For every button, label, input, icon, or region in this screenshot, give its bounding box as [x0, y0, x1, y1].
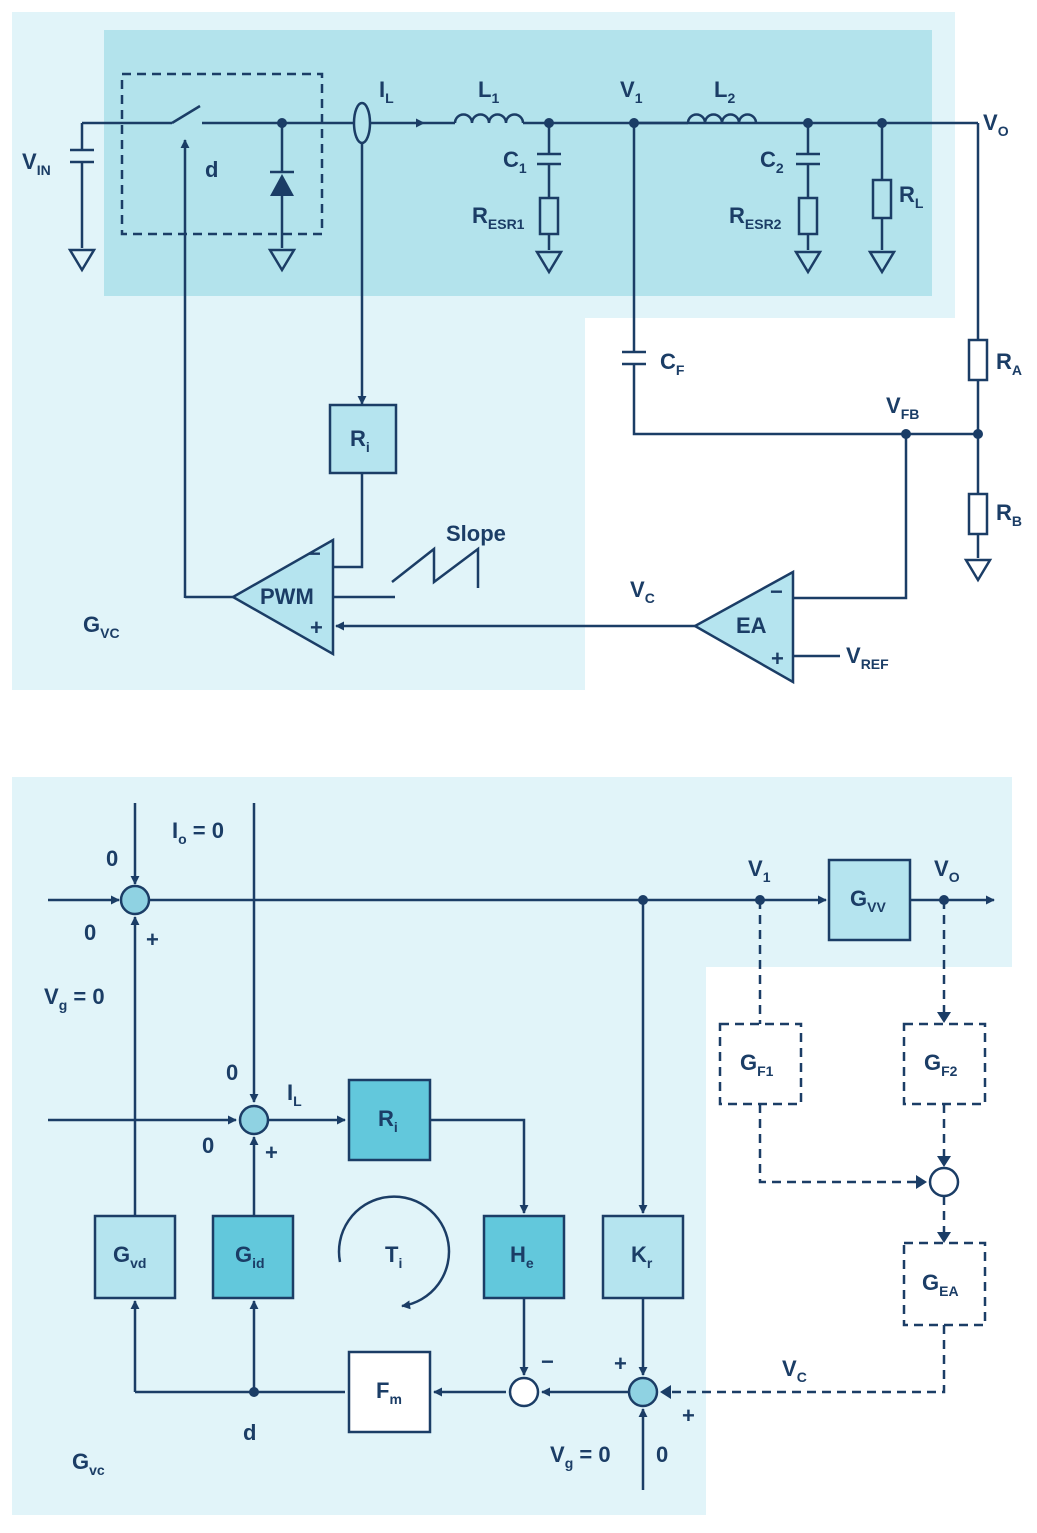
summing-junction-kr — [627, 1376, 659, 1408]
cf-capacitor — [622, 123, 978, 436]
svg-text:IL: IL — [287, 1080, 302, 1109]
bottom-block-diagram — [12, 777, 1012, 1515]
switch — [171, 104, 282, 125]
svg-text:d: d — [243, 1420, 256, 1445]
svg-text:−: − — [770, 579, 783, 604]
bottom-labels: 0 0 + Io = 0 Vg = 0 V1 VO GVV 0 0 + IL R… — [44, 818, 960, 1478]
inductor-l1 — [453, 113, 525, 124]
ti-loop-arrow — [337, 1195, 451, 1310]
svg-text:VC: VC — [782, 1356, 807, 1385]
svg-text:0: 0 — [84, 920, 96, 945]
svg-text:Ri: Ri — [350, 426, 370, 455]
svg-text:GF1: GF1 — [740, 1050, 774, 1079]
gvd-block — [93, 1214, 177, 1300]
fm-block — [347, 1350, 432, 1434]
pwm-label: PWM — [260, 584, 314, 609]
summing-junction-feedback — [928, 1166, 960, 1198]
svg-text:+: + — [146, 927, 159, 952]
he-block — [482, 1214, 566, 1300]
svg-text:+: + — [265, 1140, 278, 1165]
svg-text:V1: V1 — [620, 77, 643, 106]
slope-label: Slope — [446, 521, 506, 546]
svg-text:RESR2: RESR2 — [729, 203, 782, 232]
svg-text:RB: RB — [996, 500, 1022, 529]
svg-text:+: + — [771, 646, 784, 671]
top-labels: VIN d IL L1 V1 L2 VO C1 RESR1 C2 RESR2 R… — [22, 77, 1022, 672]
ea-amplifier — [692, 569, 795, 685]
rl-branch — [867, 118, 897, 275]
svg-text:V1: V1 — [748, 856, 771, 885]
svg-text:Io = 0: Io = 0 — [172, 818, 224, 847]
slope-sawtooth — [391, 546, 480, 588]
svg-text:0: 0 — [106, 846, 118, 871]
gid-block — [211, 1214, 295, 1300]
svg-text:GEA: GEA — [922, 1270, 959, 1299]
svg-text:L2: L2 — [714, 77, 735, 106]
svg-text:Ri: Ri — [378, 1106, 398, 1135]
svg-text:Fm: Fm — [376, 1378, 402, 1407]
svg-text:CF: CF — [660, 349, 685, 378]
svg-text:−: − — [541, 1349, 554, 1374]
svg-text:C1: C1 — [503, 147, 527, 176]
svg-text:−: − — [308, 541, 321, 566]
svg-text:L1: L1 — [478, 77, 499, 106]
svg-text:Ti: Ti — [385, 1242, 402, 1271]
ri-block-bottom — [347, 1078, 432, 1162]
svg-text:VREF: VREF — [846, 643, 889, 672]
c2-branch — [793, 118, 823, 275]
svg-text:VC: VC — [630, 577, 655, 606]
svg-text:VO: VO — [983, 110, 1009, 139]
svg-text:C2: C2 — [760, 147, 784, 176]
d-label: d — [205, 157, 218, 182]
svg-text:+: + — [682, 1403, 695, 1428]
svg-text:Vg = 0: Vg = 0 — [550, 1442, 611, 1471]
svg-text:0: 0 — [226, 1060, 238, 1085]
svg-text:Gid: Gid — [235, 1242, 265, 1271]
svg-text:GVC: GVC — [83, 612, 120, 641]
ea-label: EA — [736, 613, 767, 638]
feedback-dashed-path — [660, 900, 987, 1399]
svg-text:Gvc: Gvc — [72, 1449, 105, 1478]
svg-text:RA: RA — [996, 349, 1022, 378]
svg-text:Vg = 0: Vg = 0 — [44, 984, 105, 1013]
gvc-loop-region-shading — [12, 777, 1012, 1515]
diode — [267, 118, 297, 273]
summing-junction-he — [508, 1376, 540, 1408]
svg-text:+: + — [310, 615, 323, 640]
svg-text:VFB: VFB — [886, 393, 919, 422]
summing-junction-2 — [238, 1104, 270, 1136]
vin-source — [67, 121, 172, 273]
svg-text:GVV: GVV — [850, 886, 886, 915]
svg-text:+: + — [614, 1351, 627, 1376]
svg-text:He: He — [510, 1242, 534, 1271]
svg-text:Gvd: Gvd — [113, 1242, 146, 1271]
svg-text:VIN: VIN — [22, 149, 51, 178]
svg-text:Kr: Kr — [631, 1242, 653, 1271]
inductor-l2 — [686, 113, 758, 124]
svg-text:VO: VO — [934, 856, 960, 885]
svg-text:IL: IL — [379, 77, 394, 106]
top-circuit-diagram — [12, 12, 993, 690]
svg-text:0: 0 — [656, 1442, 668, 1467]
svg-text:RESR1: RESR1 — [472, 203, 525, 232]
summing-junction-1 — [119, 884, 151, 916]
svg-text:0: 0 — [202, 1133, 214, 1158]
svg-text:GF2: GF2 — [924, 1050, 958, 1079]
ri-block-top — [328, 403, 398, 475]
c1-branch — [534, 118, 564, 275]
svg-text:RL: RL — [899, 182, 924, 211]
